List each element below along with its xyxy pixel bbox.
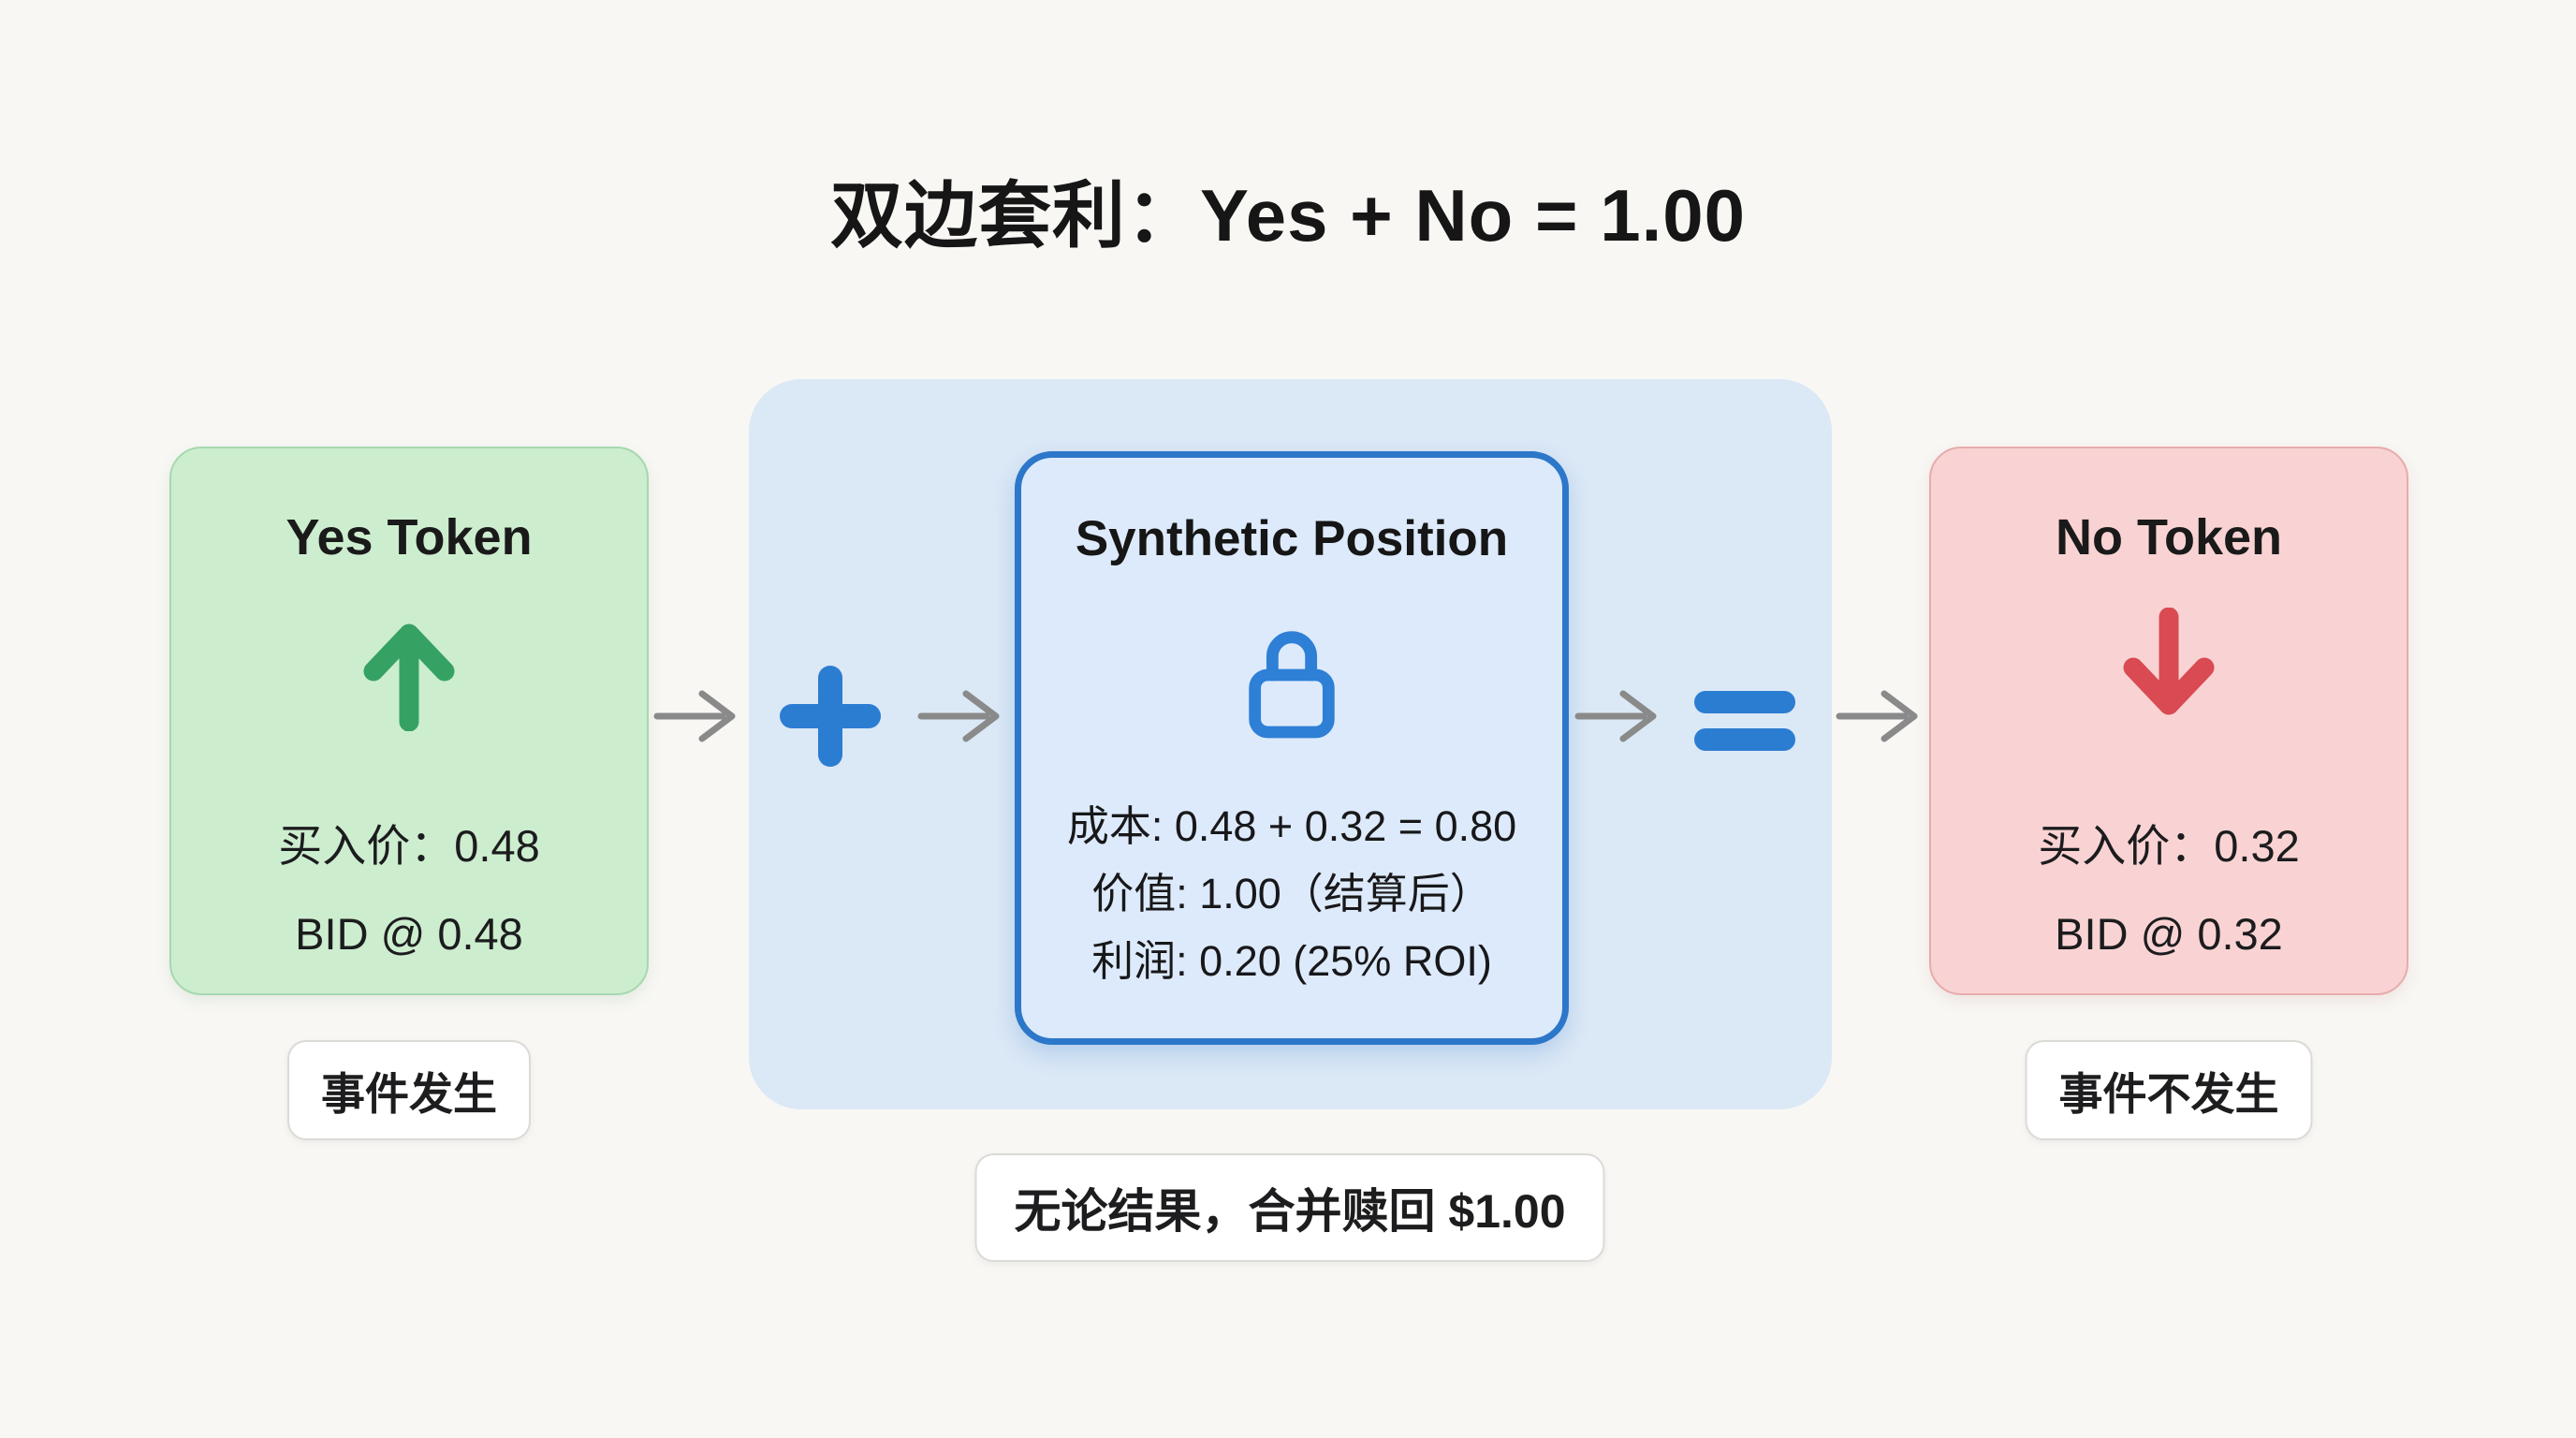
footer-note-pill: 无论结果，合并赎回 $1.00 bbox=[974, 1153, 1605, 1262]
arrow-right-icon bbox=[1574, 690, 1657, 742]
yes-card-title: Yes Token bbox=[285, 509, 533, 565]
no-token-card: No Token 买入价：0.32 BID @ 0.32 bbox=[1929, 447, 2408, 995]
plus-icon bbox=[780, 666, 881, 767]
synthetic-card-details: 成本: 0.48 + 0.32 = 0.80 价值: 1.00（结算后） 利润:… bbox=[1067, 793, 1516, 995]
no-buy-price: 买入价：0.32 bbox=[2038, 821, 2300, 871]
page-title: 双边套利：Yes + No = 1.00 bbox=[829, 174, 1747, 257]
arrow-right-icon bbox=[917, 690, 1000, 742]
no-card-title: No Token bbox=[2056, 509, 2282, 565]
yes-token-card: Yes Token 买入价：0.48 BID @ 0.48 bbox=[169, 447, 649, 995]
no-bid: BID @ 0.32 bbox=[2055, 909, 2283, 959]
profit-line: 利润: 0.20 (25% ROI) bbox=[1091, 937, 1492, 985]
arrow-up-icon bbox=[363, 624, 455, 731]
yes-caption-pill: 事件发生 bbox=[287, 1040, 531, 1140]
yes-buy-price: 买入价：0.48 bbox=[278, 821, 540, 871]
synthetic-card-title: Synthetic Position bbox=[1075, 511, 1509, 566]
arrow-down-icon bbox=[2123, 608, 2215, 715]
synthetic-position-card: Synthetic Position 成本: 0.48 + 0.32 = 0.8… bbox=[1015, 451, 1569, 1045]
cost-line: 成本: 0.48 + 0.32 = 0.80 bbox=[1066, 802, 1517, 850]
yes-bid: BID @ 0.48 bbox=[295, 909, 523, 959]
equals-icon bbox=[1694, 691, 1795, 751]
arrow-right-icon bbox=[653, 690, 736, 742]
no-caption-pill: 事件不发生 bbox=[2025, 1040, 2313, 1140]
lock-icon bbox=[1237, 605, 1347, 750]
value-line: 价值: 1.00（结算后） bbox=[1091, 870, 1492, 917]
arrow-right-icon bbox=[1836, 690, 1918, 742]
